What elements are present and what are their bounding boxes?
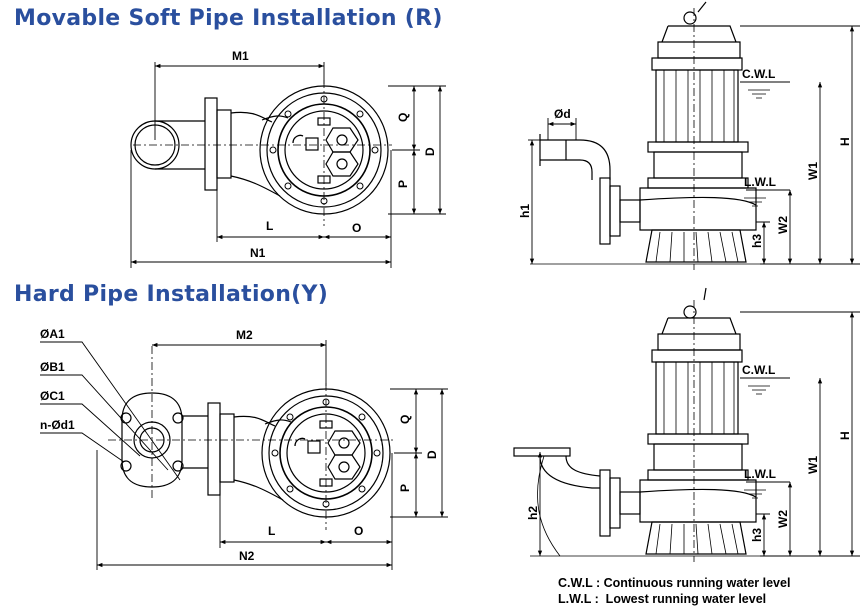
top-view-hard [108, 346, 394, 530]
side-view-soft [530, 1, 760, 270]
dim-w1-soft: W1 [806, 162, 820, 180]
side-view-hard-dims [537, 311, 860, 557]
dim-h-soft: H [838, 137, 852, 146]
dim-q-hard: Q [398, 415, 412, 424]
dim-b1: ØB1 [40, 360, 65, 374]
dim-m2: M2 [236, 328, 253, 342]
top-view-hard-dims [40, 340, 448, 570]
legend-cwl: C.W.L : Continuous running water level [558, 576, 791, 590]
dim-h1: h1 [518, 204, 532, 218]
dim-o-hard: O [354, 524, 363, 538]
hard-pipe-title: Hard Pipe Installation(Y) [14, 282, 329, 307]
dim-p-soft: P [396, 180, 410, 188]
dim-h-hard: H [838, 431, 852, 440]
dim-p-hard: P [398, 484, 412, 492]
label-cwl-soft: C.W.L [742, 67, 775, 81]
soft-pipe-title: Movable Soft Pipe Installation (R) [14, 6, 443, 31]
top-view-soft-dims [130, 62, 446, 268]
dim-nd1: n-Ød1 [40, 418, 75, 432]
dim-h3-hard: h3 [750, 528, 764, 542]
bolt-ring-icon-2 [271, 398, 381, 508]
dim-o-soft: O [352, 221, 361, 235]
dim-l-soft: L [266, 219, 273, 233]
dim-m1: M1 [232, 49, 249, 63]
dim-h2: h2 [526, 506, 540, 520]
side-view-soft-dims [528, 25, 860, 265]
dim-h3-soft: h3 [750, 234, 764, 248]
dim-d-hard: D [425, 450, 439, 459]
dim-n1: N1 [250, 246, 266, 260]
label-cwl-hard: C.W.L [742, 363, 775, 377]
dim-w1-hard: W1 [806, 456, 820, 474]
dim-c1: ØC1 [40, 389, 65, 403]
label-lwl-soft: L.W.L [744, 175, 776, 189]
dim-l-hard: L [268, 524, 275, 538]
dim-od: Ød [554, 107, 571, 121]
legend-lwl: L.W.L : Lowest running water level [558, 592, 767, 606]
side-view-hard [513, 287, 760, 562]
dim-d-soft: D [423, 147, 437, 156]
dim-w2-soft: W2 [776, 216, 790, 234]
dim-q-soft: Q [396, 113, 410, 122]
dim-a1: ØA1 [40, 327, 65, 341]
dim-n2: N2 [239, 549, 255, 563]
label-lwl-hard: L.W.L [744, 467, 776, 481]
top-view-soft [130, 80, 392, 226]
dim-w2-hard: W2 [776, 510, 790, 528]
